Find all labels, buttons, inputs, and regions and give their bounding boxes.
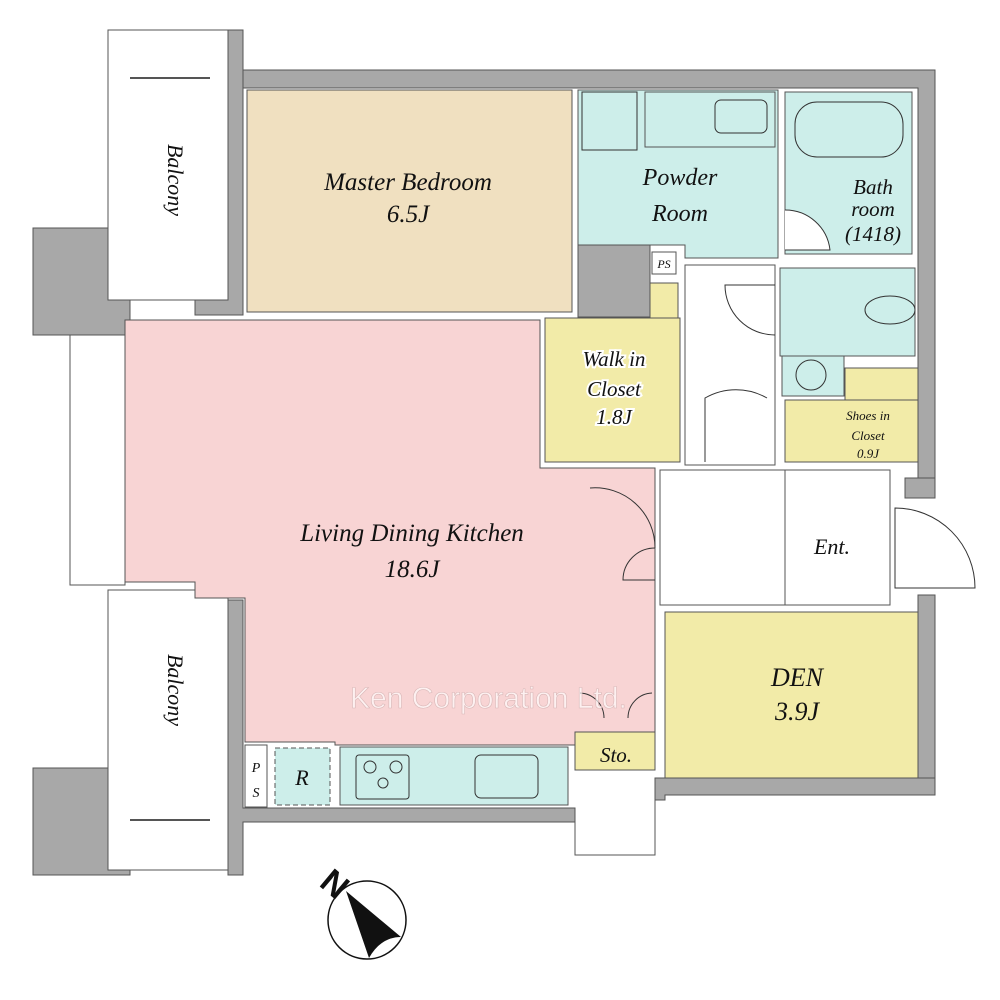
room-storage[interactable] — [574, 731, 656, 771]
bathroom-size: (1418) — [845, 222, 901, 246]
ldk-size: 18.6J — [385, 556, 442, 583]
hallway — [684, 264, 776, 466]
refrigerator-space — [274, 747, 331, 806]
balcony-top: Balcony — [107, 29, 229, 301]
walk-in-closet-label-2: Closet — [587, 377, 642, 401]
walk-in-closet-label: Walk in — [583, 347, 646, 371]
balcony-bottom: Balcony — [107, 589, 229, 871]
door-swing — [784, 209, 831, 251]
walk-in-closet-size: 1.8J — [596, 405, 633, 429]
window-sash — [69, 334, 126, 586]
ps-label-s: S — [253, 786, 260, 801]
entrance-door-swing — [894, 507, 976, 589]
room-toilet[interactable] — [779, 267, 916, 357]
balcony-top-label: Balcony — [163, 144, 188, 216]
powder-room-label: Powder — [642, 165, 718, 191]
ps-label-top: PS — [656, 257, 670, 271]
bathtub-icon — [794, 101, 904, 158]
ldk-label: Living Dining Kitchen — [299, 520, 524, 547]
room-master-bedroom[interactable] — [246, 89, 573, 313]
room-entrance[interactable] — [659, 469, 891, 606]
balcony-bottom-label: Balcony — [163, 654, 188, 726]
room-shoes-closet[interactable] — [784, 399, 919, 463]
bathroom-label: Bath — [853, 175, 893, 199]
north-arrow-icon — [346, 891, 401, 958]
watermark: Ken Corporation Ltd. — [350, 682, 627, 715]
kitchen-sink-icon — [474, 754, 539, 799]
toilet-icon — [864, 295, 916, 325]
kitchen-counter — [339, 746, 569, 806]
washer-icon — [581, 91, 638, 151]
hand-basin-icon — [795, 359, 827, 391]
room-ldk[interactable] — [124, 319, 656, 746]
den-label: DEN — [770, 663, 825, 692]
bathroom-label-2: room — [851, 197, 895, 221]
den-size: 3.9J — [774, 697, 821, 726]
vanity — [644, 91, 776, 148]
north-compass: N — [313, 862, 407, 960]
shoes-closet-label-2: Closet — [851, 428, 885, 443]
master-bedroom-size: 6.5J — [387, 201, 431, 228]
ps-label-p: P — [251, 761, 261, 776]
shoes-closet-label: Shoes in — [846, 408, 890, 423]
room-walk-in-closet[interactable] — [544, 317, 681, 463]
powder-room-label-2: Room — [651, 201, 708, 227]
entrance-label: Ent. — [813, 534, 850, 559]
sink-icon — [714, 99, 768, 134]
refrigerator-label: R — [294, 765, 309, 790]
storage-label: Sto. — [600, 743, 632, 767]
room-den[interactable] — [664, 611, 919, 779]
stove-icon — [355, 754, 410, 800]
master-bedroom-label: Master Bedroom — [323, 169, 492, 196]
shoes-closet-size: 0.9J — [857, 446, 880, 461]
pillar — [577, 244, 651, 318]
